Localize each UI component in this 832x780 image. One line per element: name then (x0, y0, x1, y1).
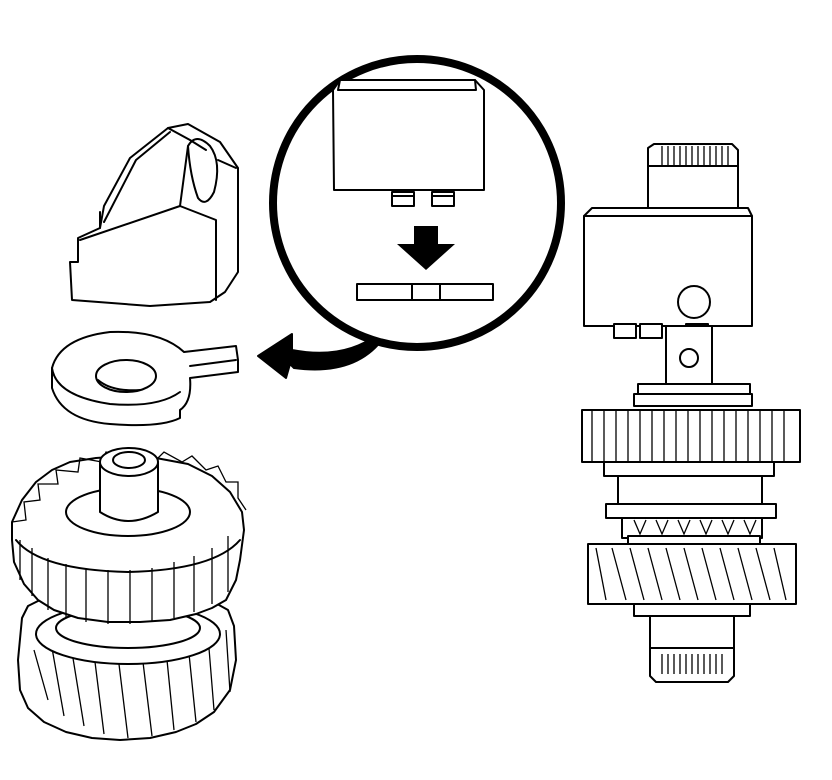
gear-cluster-part (11, 447, 247, 741)
curved-arrow-icon (257, 333, 383, 379)
shift-block-part (69, 123, 239, 307)
detail-view-circle (269, 55, 565, 351)
shaft-assembly-part (581, 143, 801, 683)
down-arrow-icon (397, 226, 455, 270)
tabbed-washer-part (51, 330, 239, 427)
